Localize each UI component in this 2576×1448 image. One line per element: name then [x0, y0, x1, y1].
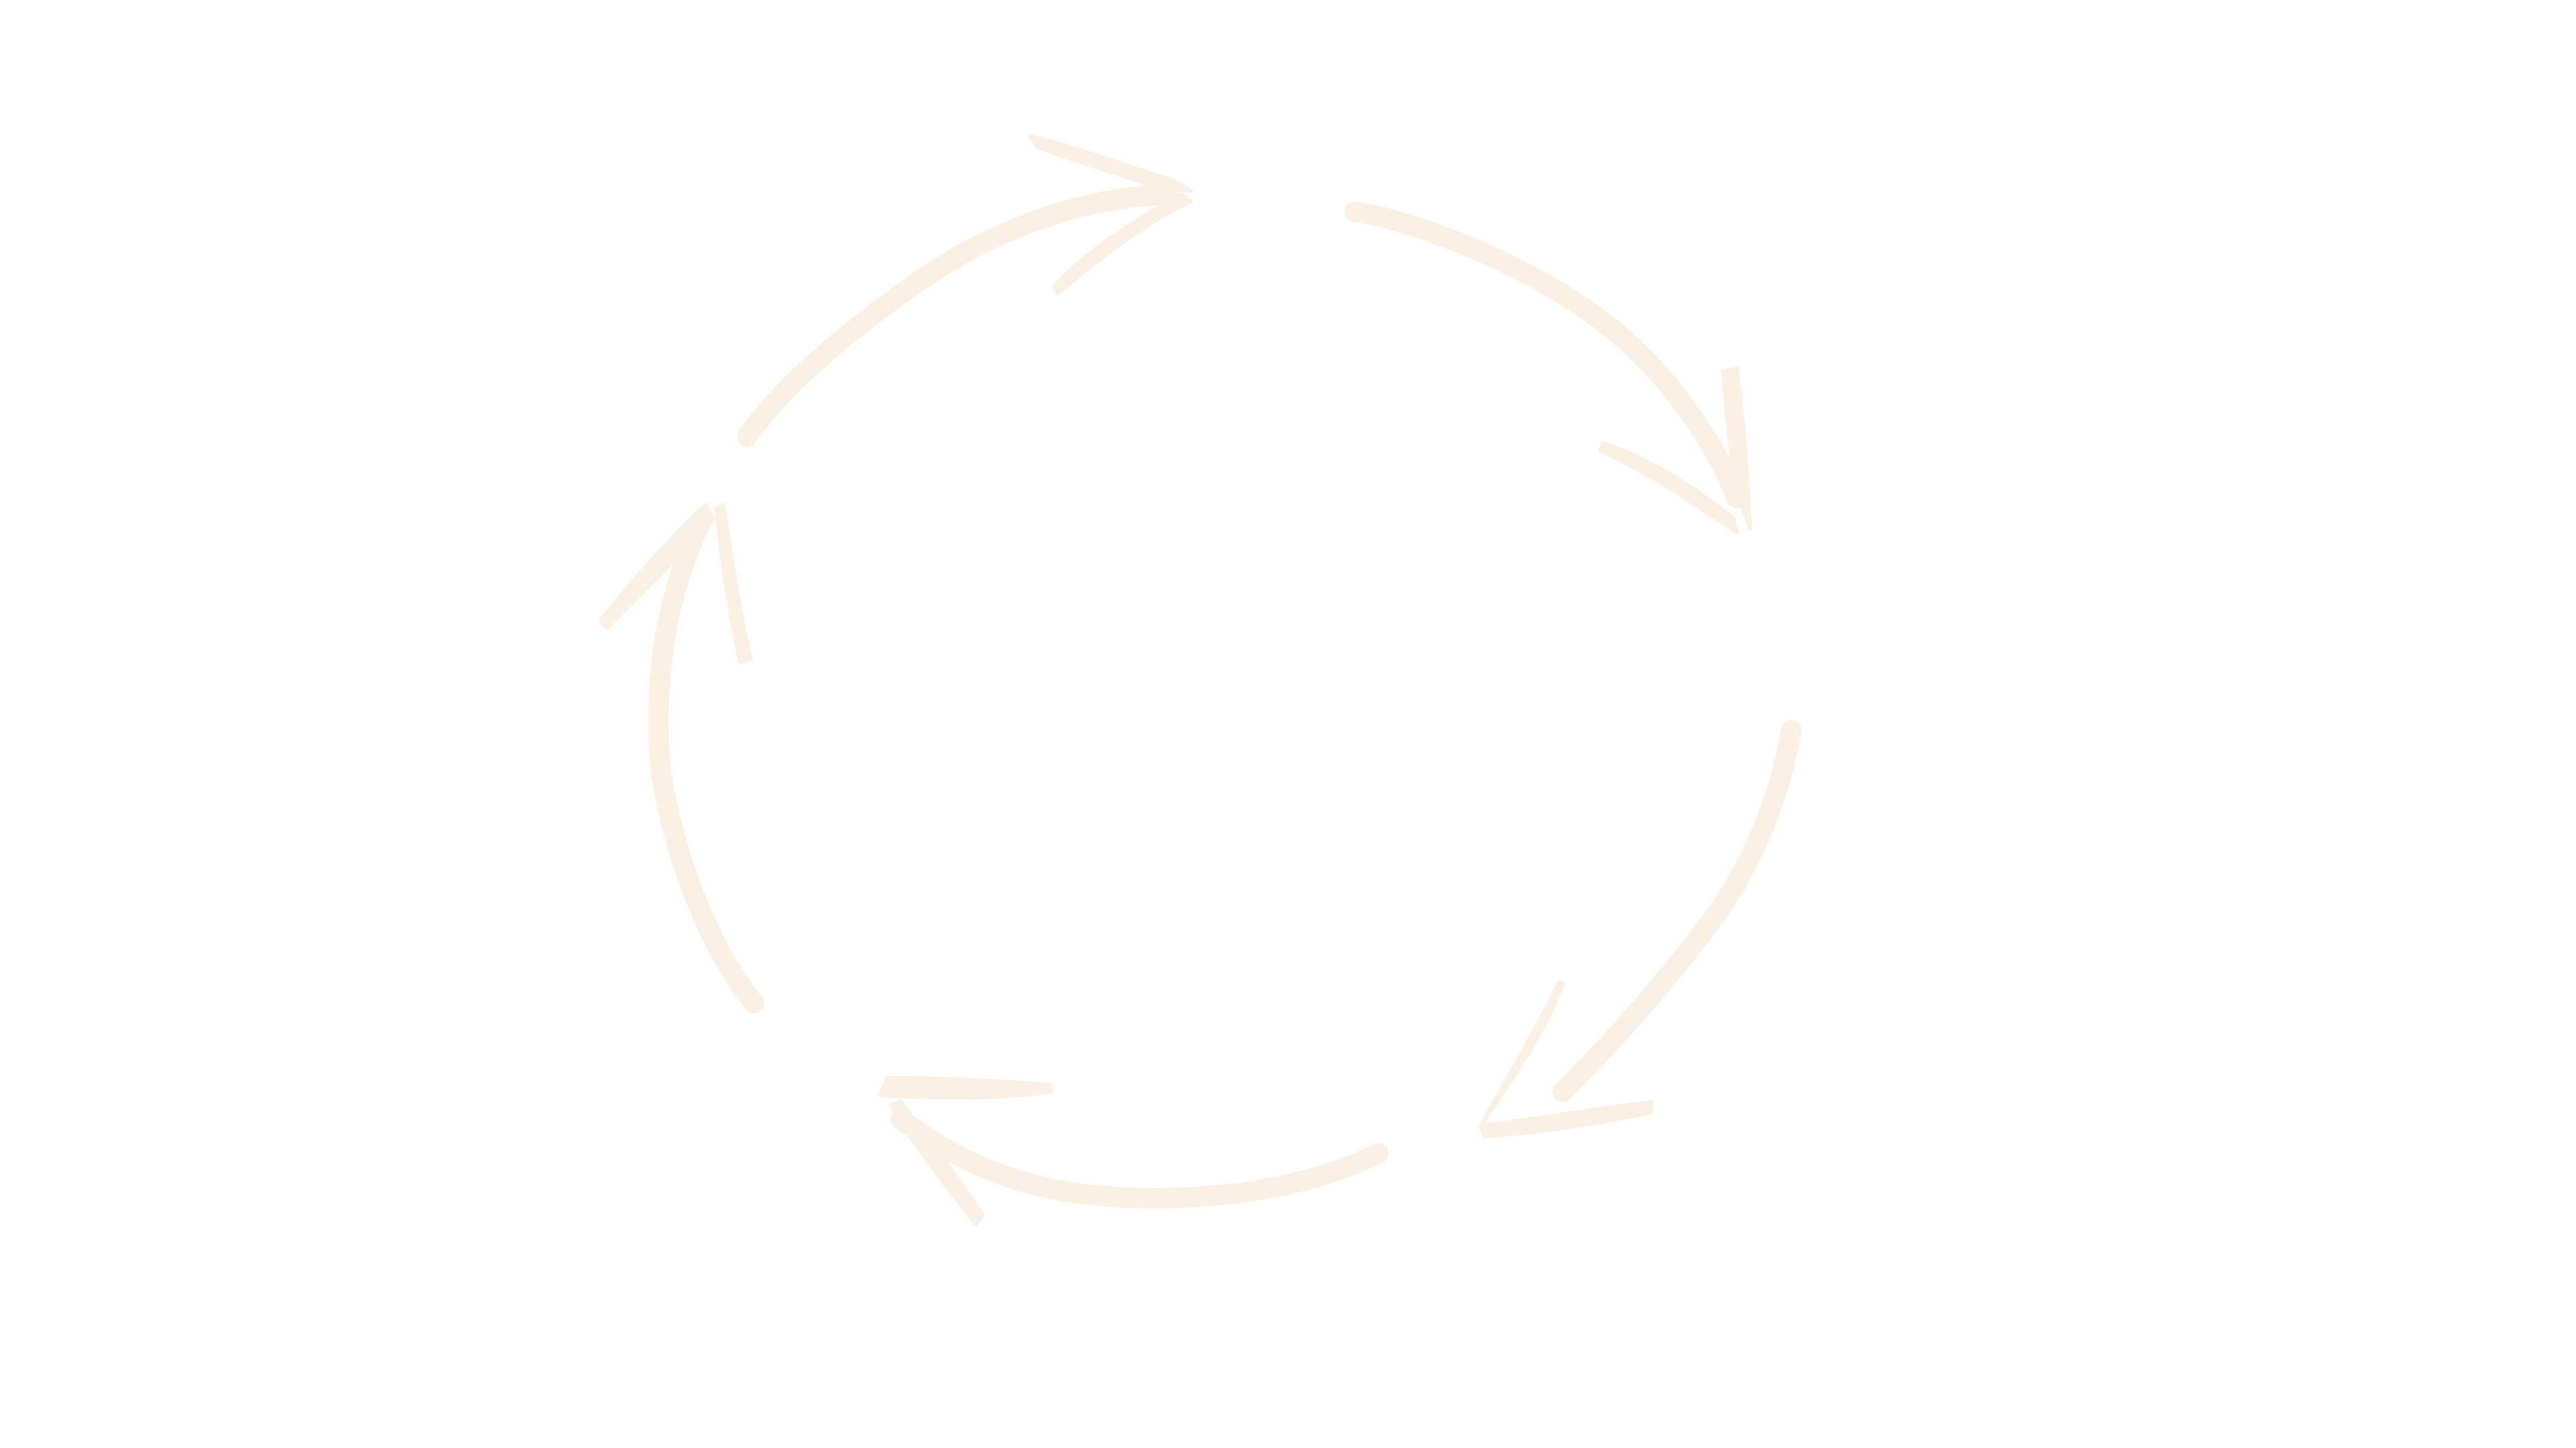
arrow-top-left-head-upper	[1028, 134, 1193, 193]
arrow-top-left-head-lower	[1052, 192, 1193, 295]
arrow-left-body	[648, 508, 764, 1013]
arrow-left	[598, 503, 764, 1013]
arrow-top-right	[1344, 201, 1752, 534]
arrow-top-right-head-lower	[1598, 441, 1739, 534]
arrow-bottom-head-upper	[878, 1076, 1053, 1100]
arrow-top-right-head-upper	[1721, 366, 1752, 531]
arrow-right-head-upper	[1479, 981, 1565, 1128]
arrow-bottom-body	[891, 1109, 1389, 1208]
arrow-left-head-upper	[598, 503, 715, 630]
arrow-right-body	[1552, 720, 1801, 1102]
arrow-bottom-head-lower	[888, 1100, 985, 1227]
arrow-bottom	[878, 1076, 1389, 1227]
arrow-top-right-body	[1344, 201, 1747, 508]
arrow-right	[1479, 720, 1801, 1138]
arrow-top-left-body	[737, 184, 1177, 447]
arrow-left-head-lower	[714, 503, 753, 664]
arrow-top-left	[737, 134, 1193, 447]
arrow-right-head-lower	[1479, 1100, 1653, 1138]
